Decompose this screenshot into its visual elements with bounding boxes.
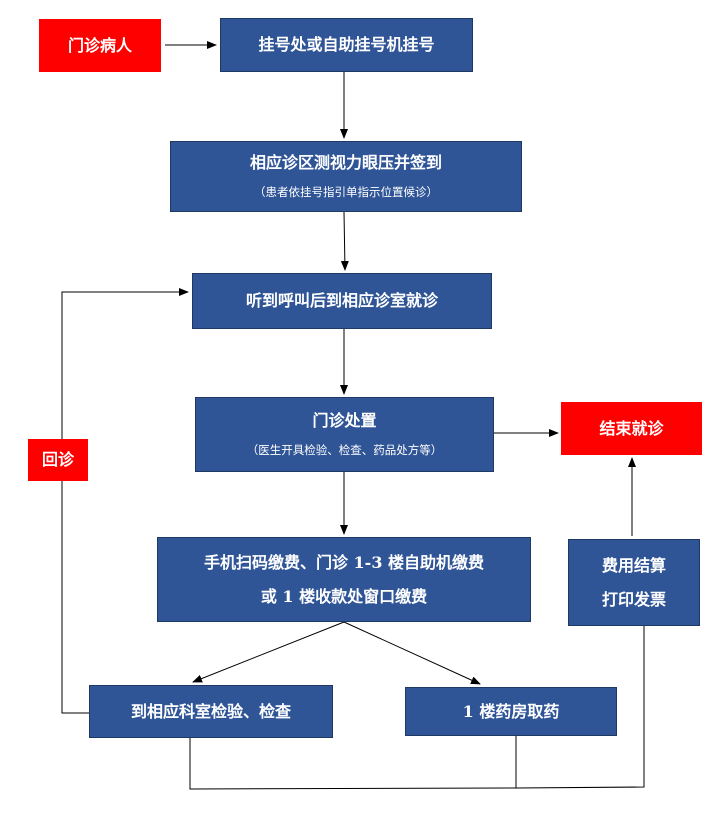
exam-node: 到相应科室检验、检查 xyxy=(89,685,333,738)
arrow-checkin-to-consult xyxy=(340,211,349,271)
loop-exam-to-consult xyxy=(61,288,189,714)
checkin-title: 相应诊区测视力眼压并签到 xyxy=(249,152,442,172)
settle-line1: 费用结算 xyxy=(601,556,666,576)
register-label: 挂号处或自助挂号机挂号 xyxy=(258,35,435,55)
consult-label: 听到呼叫后到相应诊室就诊 xyxy=(245,291,438,311)
register-node: 挂号处或自助挂号机挂号 xyxy=(220,18,473,72)
treatment-node: 门诊处置 （医生开具检验、检查、药品处方等） xyxy=(195,397,494,472)
treatment-subtitle: （医生开具检验、检查、药品处方等） xyxy=(246,443,443,458)
arrow-payment-to-exam xyxy=(192,621,345,683)
settle-node: 费用结算 打印发票 xyxy=(568,539,700,626)
payment-line1: 手机扫码缴费、门诊 1-3 楼自助机缴费 xyxy=(203,553,485,573)
payment-line2: 或 1 楼收款处窗口缴费 xyxy=(260,586,428,606)
payment-node: 手机扫码缴费、门诊 1-3 楼自助机缴费 或 1 楼收款处窗口缴费 xyxy=(157,537,531,622)
treatment-title: 门诊处置 xyxy=(312,410,377,430)
pharmacy-node: 1 楼药房取药 xyxy=(405,687,617,736)
arrow-payment-to-pharmacy xyxy=(343,621,481,685)
end-node: 结束就诊 xyxy=(561,402,702,455)
revisit-node: 回诊 xyxy=(28,439,88,481)
settle-line2: 打印发票 xyxy=(601,589,666,609)
exam-label: 到相应科室检验、检查 xyxy=(130,701,291,721)
outpatient-label: 门诊病人 xyxy=(67,35,132,55)
end-label: 结束就诊 xyxy=(599,418,664,438)
pharmacy-label: 1 楼药房取药 xyxy=(462,701,560,721)
outpatient-node: 门诊病人 xyxy=(39,19,161,72)
checkin-node: 相应诊区测视力眼压并签到 （患者依挂号指引单指示位置候诊） xyxy=(170,141,522,212)
revisit-label: 回诊 xyxy=(41,450,74,470)
consult-node: 听到呼叫后到相应诊室就诊 xyxy=(192,273,492,329)
checkin-subtitle: （患者依挂号指引单指示位置候诊） xyxy=(254,185,438,200)
